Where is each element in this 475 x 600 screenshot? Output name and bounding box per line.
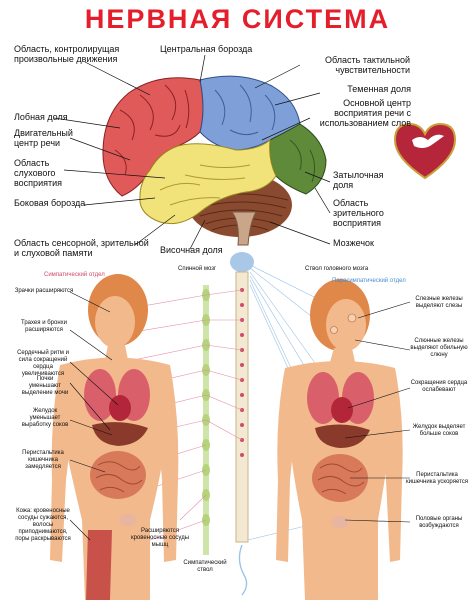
label-central-sulcus: Центральная борозда [160,44,253,54]
label-sensory-memory: Область сенсорной, зрительной и слуховой… [14,238,149,258]
label-lateral-sulcus: Боковая борозда [14,198,86,208]
label-parasympathetic: Парасимпатический отдел [332,278,406,284]
label-skin: Кожа: кровеносные сосуды сужаются, волос… [15,508,71,542]
spinal-column [230,252,254,596]
label-speech-center: Основной центр восприятия речи с использ… [319,98,411,128]
label-saliva: Слюнные железы выделяют обильную слюну [410,338,468,358]
label-peristalsis-up: Перистальтика кишечника ускоряется [405,472,469,485]
label-tactile-area: Область тактильной чувствительности [325,55,410,75]
brain [102,75,327,246]
label-spinal-cord: Спинной мозг [178,266,217,272]
label-frontal-lobe: Лобная доля [14,112,68,122]
label-kidneys: Почки уменьшают выделение мочи [21,376,69,396]
temporal-lobe-shape [139,138,277,225]
label-peristalsis-down: Перистальтика кишечника замедляется [22,450,64,470]
left-leader-lines [69,291,119,541]
right-body [276,279,403,600]
left-body [50,274,179,600]
occipital-lobe-shape [269,123,327,195]
label-brainstem: Ствол головного мозга [305,266,369,272]
label-stomach-down: Желудок уменьшает выработку соков [21,408,69,428]
brainstem-shape [230,211,257,246]
frontal-lobe-shape [102,77,204,197]
label-visual-area: Область зрительного восприятия [333,198,384,228]
label-stomach-up: Желудок выделяет больше соков [412,424,466,437]
right-leader-lines [344,301,411,523]
label-cerebellum: Мозжечок [333,238,374,248]
label-motor-area: Область, контролирущая произвольные движ… [14,44,120,64]
label-heart-up: Сердечный ритм и сила сокращений сердца … [17,350,69,377]
label-auditory-area: Область слухового восприятия [14,158,62,188]
label-tears: Слезные железы выделяют слезы [415,296,463,309]
label-muscle-vessels: Расширяются кровеносные сосуды мышц [130,528,190,548]
page-title: НЕРВНАЯ СИСТЕМА [84,4,391,34]
label-sympathetic: Симпатический отдел [44,272,105,278]
brain-leader-lines [53,54,331,250]
label-occipital-lobe: Затылочная доля [333,170,384,190]
label-speech-motor: Двигательный центр речи [14,128,73,148]
label-sympathetic-trunk: Симпатический ствол [183,560,227,573]
label-genitals: Половые органы возбуждаются [415,516,463,529]
label-heart-down: Сокращения сердца ослабевают [410,380,468,393]
heart-dove-icon [393,122,457,180]
label-temporal-lobe: Височная доля [160,245,223,255]
label-pupils-dilate: Зрачки расширяются [14,288,74,294]
label-bronchi: Трахея и бронхи расширяются [21,320,67,333]
label-parietal-lobe: Теменная доля [347,84,411,94]
